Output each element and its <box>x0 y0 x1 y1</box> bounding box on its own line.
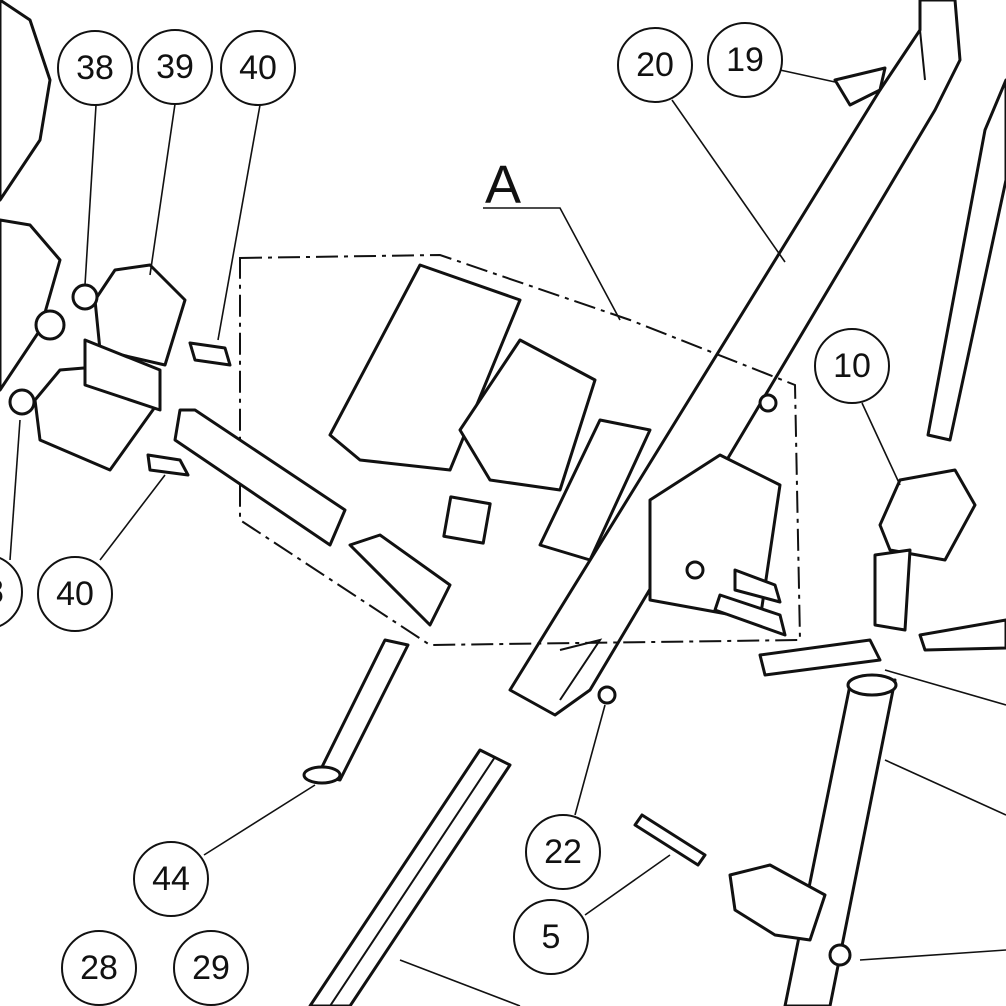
callout-number: 39 <box>156 48 194 86</box>
detail-a-parts <box>173 263 787 637</box>
callout-number: 22 <box>544 833 582 871</box>
bolt-40 <box>146 341 232 477</box>
callout-circle <box>61 930 137 1006</box>
callout-circle <box>707 22 783 98</box>
pin-5 <box>633 813 707 867</box>
hinge-plate-left <box>0 0 62 392</box>
callout-number: 38 <box>76 49 114 87</box>
callout-circle <box>617 27 693 103</box>
pin-44 <box>302 638 410 785</box>
cap-19 <box>833 66 887 107</box>
callout-number: 28 <box>80 949 118 987</box>
callout-circle <box>814 328 890 404</box>
callout-circle <box>525 814 601 890</box>
bushing-22 <box>597 685 617 705</box>
handle-grip <box>758 618 1006 677</box>
callout-number: 44 <box>152 860 190 898</box>
frame-tube-upright <box>926 78 1006 442</box>
frame-tube-20 <box>508 0 962 717</box>
callout-number: 5 <box>542 918 561 956</box>
callout-circle <box>133 841 209 917</box>
clamp-10 <box>873 468 977 632</box>
detail-a-label: A <box>485 155 521 215</box>
callout-circle <box>37 556 113 632</box>
hinge-39 <box>8 263 187 472</box>
callout-number: 10 <box>833 347 871 385</box>
callout-5: 5 <box>513 899 589 975</box>
callout-number: 38 <box>0 573 4 611</box>
callout-38: 38 <box>0 557 23 627</box>
callout-44: 44 <box>133 841 209 917</box>
callout-29: 29 <box>173 930 249 1006</box>
callout-28: 28 <box>61 930 137 1006</box>
callout-number: 20 <box>636 46 674 84</box>
bracket <box>728 863 852 967</box>
leader-lines <box>9 69 1006 1006</box>
callout-number: 29 <box>192 949 230 987</box>
detail-a-boundary <box>239 253 802 647</box>
callout-10: 10 <box>814 328 890 404</box>
callout-22: 22 <box>525 814 601 890</box>
callout-circle <box>137 29 213 105</box>
callout-circle <box>0 557 23 627</box>
callout-40: 40 <box>220 30 296 106</box>
callout-circle <box>513 899 589 975</box>
callout-number: 40 <box>56 575 94 613</box>
flat-bar <box>308 748 512 1006</box>
callout-40: 40 <box>37 556 113 632</box>
callout-20: 20 <box>617 27 693 103</box>
callout-circle <box>173 930 249 1006</box>
callout-circle <box>220 30 296 106</box>
callout-19: 19 <box>707 22 783 98</box>
callout-number: 19 <box>726 41 764 79</box>
callout-number: 40 <box>239 49 277 87</box>
callout-38: 38 <box>57 30 133 106</box>
callout-39: 39 <box>137 29 213 105</box>
callout-circle <box>57 30 133 106</box>
